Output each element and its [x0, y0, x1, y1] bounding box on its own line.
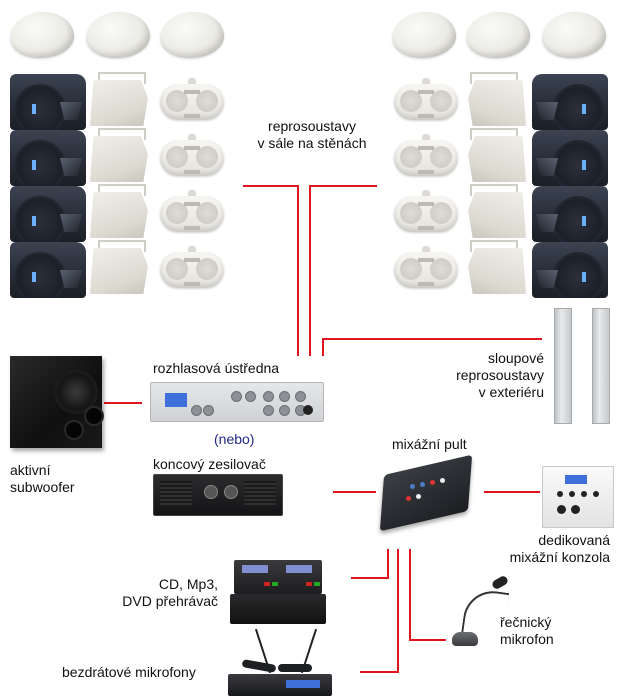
mixing-desk — [379, 454, 473, 532]
subwoofer-label: aktivní subwoofer — [10, 462, 75, 496]
ceiling-speaker — [540, 9, 608, 61]
or-label: (nebo) — [214, 431, 255, 447]
dedicated-console-label-line2: mixážní konzola — [509, 549, 610, 565]
mixer-label: mixážní pult — [392, 436, 467, 452]
pa-speaker-black — [532, 130, 608, 186]
white-box-speaker — [464, 128, 528, 184]
column-speakers-label: sloupové reprosoustavy v exteriéru — [440, 350, 544, 401]
pa-speaker-black — [532, 186, 608, 242]
white-oval-speaker — [160, 78, 224, 122]
media-player-label: CD, Mp3, DVD přehrávač — [90, 576, 218, 610]
white-oval-speaker — [160, 134, 224, 178]
power-amplifier — [153, 474, 283, 516]
podium-mic-label: řečnický mikrofon — [500, 614, 554, 648]
white-oval-speaker — [394, 190, 458, 234]
dedicated-console-label: dedikovaná mixážní konzola — [470, 532, 610, 566]
pa-speaker-black — [532, 242, 608, 298]
white-box-speaker — [88, 240, 152, 296]
wireless-microphone-receiver — [228, 628, 332, 698]
ceiling-speaker — [158, 9, 226, 61]
cd-dvd-player — [230, 560, 326, 626]
pa-mixer-amp-label: rozhlasová ústředna — [153, 360, 280, 376]
wall-speakers-label-line2: v sále na stěnách — [257, 135, 367, 151]
white-oval-speaker — [394, 78, 458, 122]
column-speaker — [554, 308, 572, 424]
pa-speaker-black — [10, 242, 86, 298]
white-box-speaker — [88, 72, 152, 128]
podium-microphone — [452, 574, 512, 652]
wire-mixer-to-media-player — [351, 549, 389, 579]
column-speaker — [592, 308, 610, 424]
pa-speaker-black — [10, 186, 86, 242]
pa-speaker-black — [10, 130, 86, 186]
subwoofer — [10, 356, 104, 448]
white-oval-speaker — [160, 190, 224, 234]
white-box-speaker — [464, 184, 528, 240]
wire-to-left-wall-speakers — [243, 185, 299, 356]
wire-mixer-to-wireless-mics — [360, 549, 399, 673]
pa-speaker-black — [10, 74, 86, 130]
media-player-label-line2: DVD přehrávač — [122, 593, 218, 609]
ceiling-speaker — [390, 9, 458, 61]
column-speakers-label-line1: sloupové — [487, 350, 544, 366]
white-oval-speaker — [160, 246, 224, 290]
wireless-mics-label: bezdrátové mikrofony — [62, 664, 196, 680]
wall-speakers-label: reprosoustavy v sále na stěnách — [244, 118, 380, 152]
white-box-speaker — [464, 72, 528, 128]
media-player-label-line1: CD, Mp3, — [158, 576, 218, 592]
subwoofer-label-line2: subwoofer — [10, 479, 75, 495]
subwoofer-label-line1: aktivní — [10, 462, 51, 478]
ceiling-speaker — [8, 9, 76, 61]
dedicated-mixing-console — [542, 466, 614, 528]
pa-mixer-amplifier — [150, 382, 324, 422]
column-speakers-label-line2: reprosoustavy — [456, 367, 544, 383]
podium-mic-label-line2: mikrofon — [500, 631, 554, 647]
ceiling-speaker — [464, 9, 532, 61]
white-oval-speaker — [394, 134, 458, 178]
wire-to-right-wall-speakers — [309, 185, 377, 356]
power-amp-label: koncový zesilovač — [153, 456, 266, 472]
podium-mic-label-line1: řečnický — [500, 614, 552, 630]
white-box-speaker — [88, 184, 152, 240]
white-oval-speaker — [394, 246, 458, 290]
pa-speaker-black — [532, 74, 608, 130]
ceiling-speaker — [84, 9, 152, 61]
wall-speakers-label-line1: reprosoustavy — [268, 118, 356, 134]
white-box-speaker — [464, 240, 528, 296]
white-box-speaker — [88, 128, 152, 184]
wire-mixer-to-podium-mic — [409, 549, 446, 641]
column-speakers-label-line3: v exteriéru — [478, 384, 544, 400]
dedicated-console-label-line1: dedikovaná — [538, 532, 610, 548]
